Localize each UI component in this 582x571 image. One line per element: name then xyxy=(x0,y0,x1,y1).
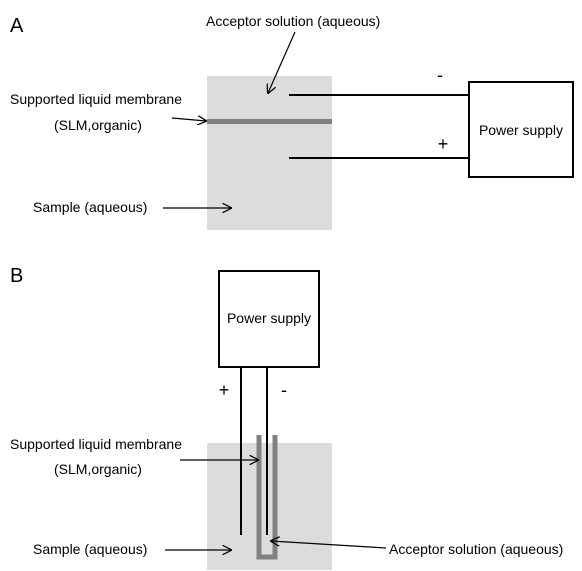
panel-b-label: B xyxy=(10,265,23,287)
solution-container-b xyxy=(207,443,332,570)
minus-sign-b: - xyxy=(281,380,287,400)
slm-label-a-line1: Supported liquid membrane xyxy=(10,91,182,107)
acceptor-label-a: Acceptor solution (aqueous) xyxy=(206,13,380,29)
slm-membrane-b xyxy=(256,435,278,560)
solution-container-a xyxy=(207,76,332,230)
power-supply-box-b xyxy=(218,270,320,368)
acceptor-label-b: Acceptor solution (aqueous) xyxy=(389,541,563,557)
minus-sign-a: - xyxy=(437,65,443,85)
sample-label-b: Sample (aqueous) xyxy=(33,541,147,557)
acceptor-arrow-b xyxy=(271,541,387,549)
slm-membrane-a xyxy=(207,119,332,124)
sample-label-a: Sample (aqueous) xyxy=(33,199,147,215)
panel-b: B Power supply + - Supported liquid memb… xyxy=(10,265,563,570)
panel-a: A Power supply - + Acceptor solution (aq… xyxy=(10,13,574,230)
power-supply-label-a: Power supply xyxy=(479,122,563,138)
panel-a-label: A xyxy=(10,15,24,37)
power-supply-label-b: Power supply xyxy=(227,310,311,326)
slm-label-b-line2: (SLM,organic) xyxy=(54,461,142,477)
acceptor-arrow-a xyxy=(268,31,296,93)
power-supply-box-a xyxy=(468,81,574,178)
slm-arrow-a xyxy=(171,118,206,121)
slm-label-a-line2: (SLM,organic) xyxy=(54,117,142,133)
slm-label-b-line1: Supported liquid membrane xyxy=(10,436,182,452)
plus-sign-a: + xyxy=(438,134,449,154)
plus-sign-b: + xyxy=(219,380,230,400)
